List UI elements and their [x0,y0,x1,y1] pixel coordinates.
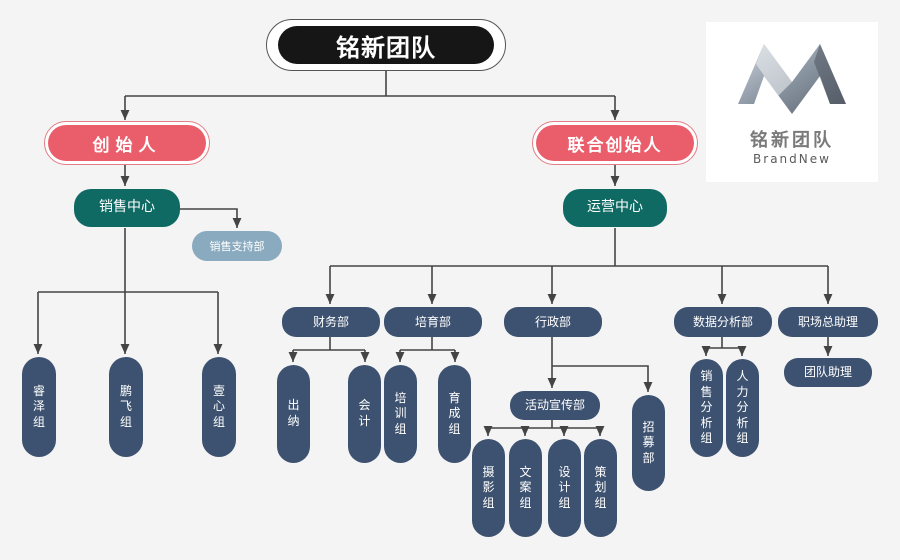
training-group: 培训组 [384,365,417,463]
promo-copy-group: 文案组 [509,439,542,537]
promo-photo-group: 摄影组 [472,439,505,537]
founder-box: 创始人 [44,121,210,165]
sales-group-1: 睿泽组 [22,357,56,457]
sales-group-3: 壹心组 [202,357,236,457]
finance-cashier: 出纳 [277,365,310,463]
logo-name: 铭新团队 [750,130,834,151]
recruit-dept: 招募部 [632,395,665,491]
dept-admin: 行政部 [504,307,602,337]
logo-subtitle: BrandNew [753,152,831,166]
promo-dept: 活动宣传部 [510,391,600,420]
co-founder-label: 联合创始人 [536,125,694,161]
team-title: 铭新团队 [278,26,494,64]
brand-logo: 铭新团队 BrandNew [706,22,878,182]
founder-label: 创始人 [48,125,206,161]
dept-assistant: 职场总助理 [778,307,878,337]
promo-design-group: 设计组 [548,439,581,537]
sales-support-dept: 销售支持部 [192,231,282,261]
development-group: 育成组 [438,365,471,463]
dept-training: 培育部 [384,307,482,337]
logo-m-icon [738,44,846,114]
sales-center: 销售中心 [74,189,180,227]
sales-analysis-group: 销售分析组 [690,359,723,457]
co-founder-box: 联合创始人 [532,121,698,165]
dept-data-analysis: 数据分析部 [674,307,772,337]
team-assistant: 团队助理 [784,358,872,387]
ops-center: 运营中心 [563,189,667,227]
dept-finance: 财务部 [282,307,380,337]
hr-analysis-group: 人力分析组 [726,359,759,457]
promo-planning-group: 策划组 [584,439,617,537]
finance-accountant: 会计 [348,365,381,463]
team-title-box: 铭新团队 [266,19,506,71]
sales-group-2: 鹏飞组 [109,357,143,457]
